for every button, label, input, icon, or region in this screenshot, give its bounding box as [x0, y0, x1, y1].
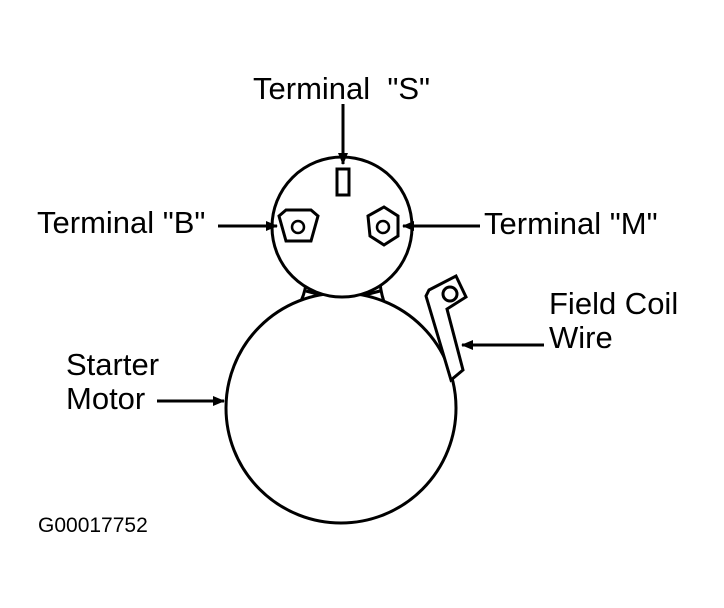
- figure-code: G00017752: [38, 514, 148, 537]
- terminal-b-label: Terminal "B": [37, 205, 206, 240]
- starter-motor-label-line2: Motor: [66, 381, 146, 416]
- terminal-s-label: Terminal "S": [253, 71, 431, 106]
- terminal-s-spade: [335, 167, 351, 197]
- starter-motor-body: [224, 291, 458, 525]
- field-coil-wire-label-line2: Wire: [549, 320, 613, 355]
- starter-motor-label-line1: Starter: [66, 347, 160, 382]
- terminal-m-label: Terminal "M": [484, 206, 658, 241]
- field-coil-wire-bracket: [424, 273, 468, 383]
- terminal-b-nut: [277, 208, 320, 243]
- terminal-m-nut: [366, 205, 400, 247]
- field-coil-wire-label-line1: Field Coil: [549, 286, 679, 321]
